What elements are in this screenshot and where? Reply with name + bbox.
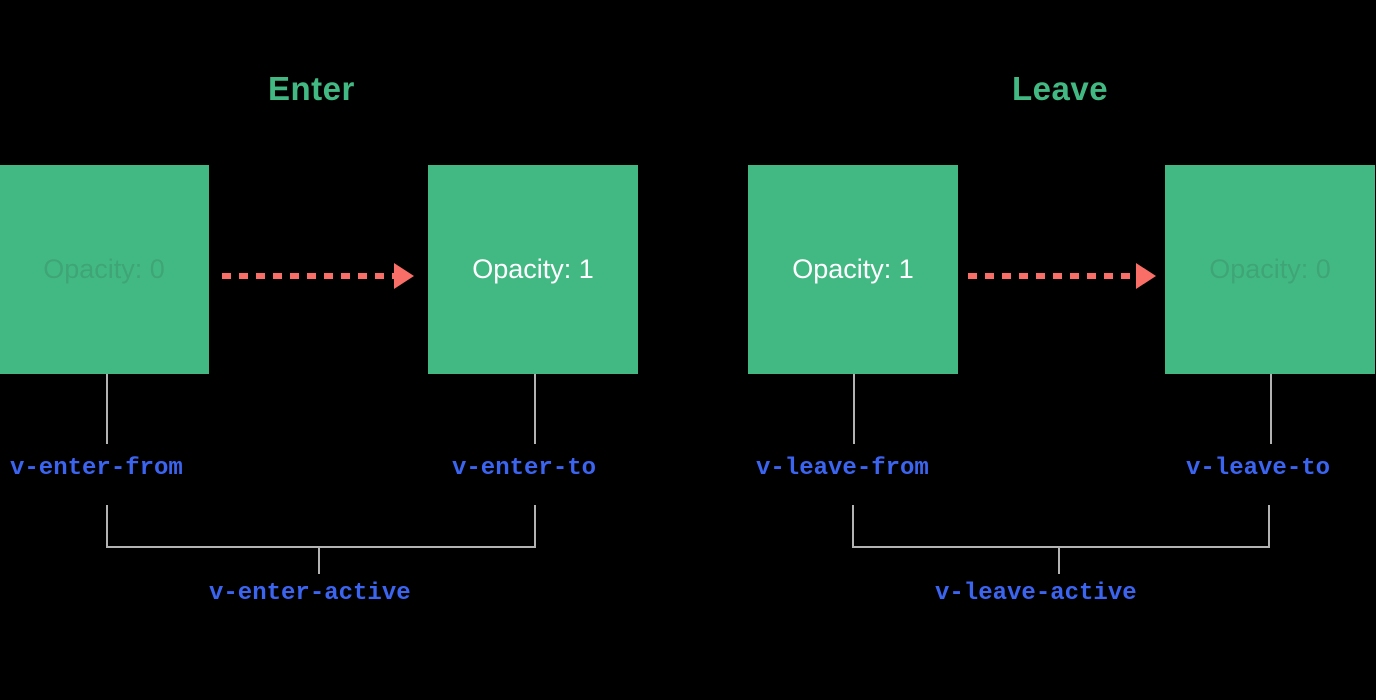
arrow-head-icon [394,263,414,289]
state-box-label: Opacity: 1 [472,254,594,284]
state-box-leave-from: Opacity: 1 [748,165,958,374]
transition-arrow-leave [968,263,1156,289]
connector-enter-from [106,374,108,444]
state-box-enter-from: Opacity: 0 [0,165,209,374]
class-label-enter-active: v-enter-active [209,580,411,607]
connector-enter-active [318,546,320,574]
connector-enter-to [534,374,536,444]
phase-heading-enter: Enter [268,70,355,107]
connector-leave-to [1270,374,1272,444]
state-box-enter-to: Opacity: 1 [428,165,638,374]
class-label-leave-from: v-leave-from [756,455,929,482]
state-box-label: Opacity: 0 [1209,254,1331,284]
state-box-label: Opacity: 1 [792,254,914,284]
class-label-leave-active: v-leave-active [935,580,1137,607]
transition-arrow-enter [222,263,414,289]
class-label-enter-from: v-enter-from [10,455,183,482]
span-bracket-enter-active [106,505,536,548]
arrow-head-icon [1136,263,1156,289]
class-label-enter-to: v-enter-to [452,455,597,482]
span-bracket-leave-active [852,505,1270,548]
connector-leave-from [853,374,855,444]
class-label-leave-to: v-leave-to [1186,455,1331,482]
state-box-leave-to: Opacity: 0 [1165,165,1375,374]
phase-heading-leave: Leave [1012,70,1109,107]
arrow-shaft [222,273,395,279]
state-box-label: Opacity: 0 [43,254,165,284]
arrow-shaft [968,273,1137,279]
connector-leave-active [1058,546,1060,574]
